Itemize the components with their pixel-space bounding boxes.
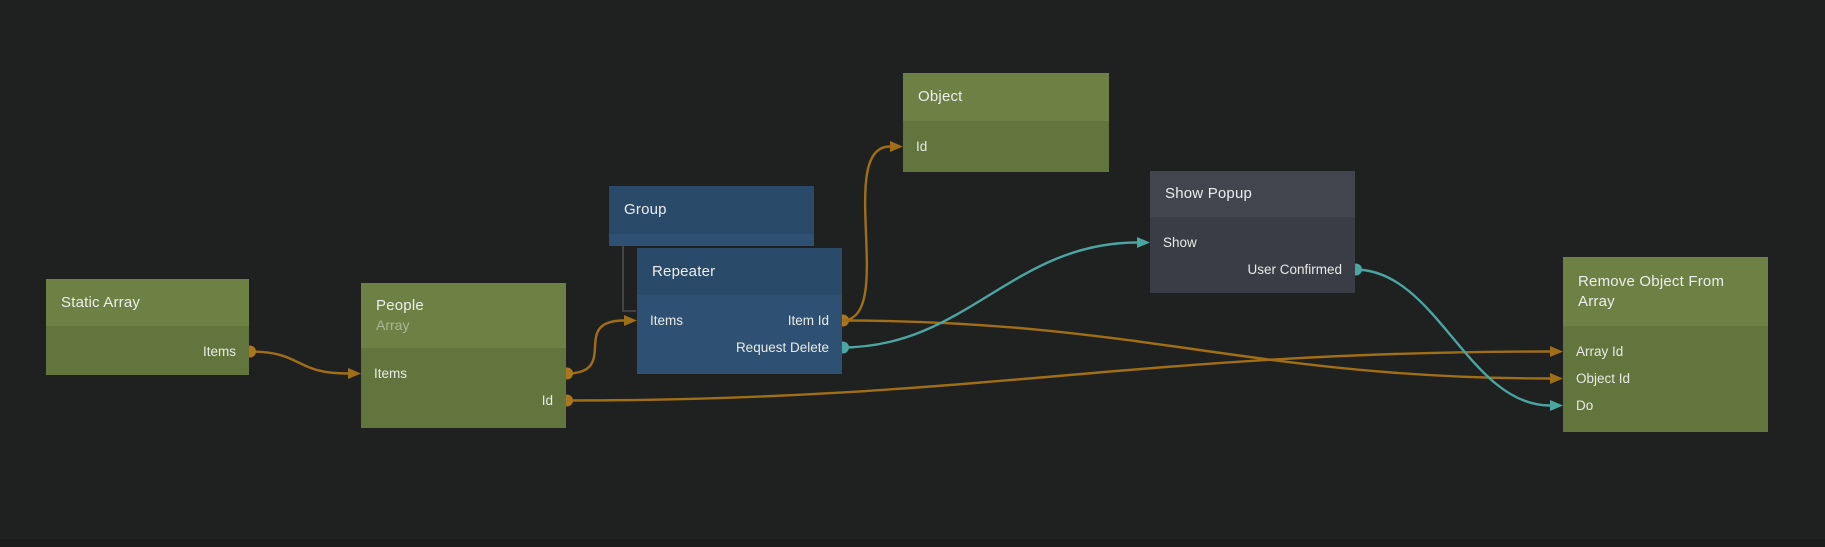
wire-people.id-to-remove-object-from-array.array-id[interactable]: [564, 350, 1552, 402]
node-header: Group: [609, 186, 814, 234]
canvas-bottom-edge: [0, 539, 1825, 547]
node-header: Object: [903, 73, 1109, 121]
port-id[interactable]: Id: [916, 139, 928, 154]
input-port-arrow-remove-object-from-array.do[interactable]: [1550, 400, 1563, 411]
node-remove-object-from-array[interactable]: Remove Object From Array Array Id Object …: [1563, 257, 1768, 432]
port-row: Id: [903, 133, 1109, 160]
node-header: Show Popup: [1150, 171, 1355, 217]
port-row: Items Item Id: [637, 307, 842, 334]
port-user-confirmed[interactable]: User Confirmed: [1247, 262, 1342, 277]
port-id[interactable]: Id: [541, 393, 553, 408]
node-group[interactable]: Group: [609, 186, 814, 246]
port-row: User Confirmed: [1150, 256, 1355, 283]
hierarchy-connector: [622, 235, 636, 312]
wire-show-popup.user-confirmed-to-remove-object-from-array.do[interactable]: [1353, 268, 1552, 407]
port-items[interactable]: Items: [650, 313, 684, 328]
input-port-arrow-remove-object-from-array.object-id[interactable]: [1550, 373, 1563, 384]
port-row: Show: [1150, 229, 1355, 256]
port-row: Do: [1563, 392, 1768, 419]
input-port-arrow-remove-object-from-array.array-id[interactable]: [1550, 346, 1563, 357]
node-title: People: [376, 297, 424, 314]
wire-repeater.item-id-to-object.id[interactable]: [840, 145, 892, 322]
node-title: Remove Object From Array: [1578, 272, 1725, 310]
node-body: Id: [903, 121, 1109, 172]
port-object-id[interactable]: Object Id: [1576, 371, 1631, 386]
node-body: Array Id Object Id Do: [1563, 326, 1768, 432]
port-row: Request Delete: [637, 334, 842, 361]
node-static-array[interactable]: Static Array Items: [46, 279, 249, 375]
node-header: Static Array: [46, 279, 249, 326]
input-port-arrow-object.id[interactable]: [890, 141, 903, 152]
node-header: Repeater: [637, 248, 842, 295]
port-items[interactable]: Items: [202, 344, 236, 359]
port-item-id[interactable]: Item Id: [787, 313, 829, 328]
port-do[interactable]: Do: [1576, 398, 1594, 413]
node-body: Items Item Id Request Delete: [637, 295, 842, 374]
node-title: Static Array: [61, 293, 141, 311]
wire-people.items-to-repeater.items[interactable]: [564, 319, 626, 375]
port-row: Object Id: [1563, 365, 1768, 392]
port-row: Array Id: [1563, 338, 1768, 365]
port-request-delete[interactable]: Request Delete: [735, 340, 829, 355]
port-row: Items: [46, 338, 249, 365]
node-repeater[interactable]: Repeater Items Item Id Request Delete: [637, 248, 842, 374]
node-object[interactable]: Object Id: [903, 73, 1109, 172]
port-items[interactable]: Items: [374, 366, 408, 381]
input-port-arrow-show-popup.show[interactable]: [1137, 237, 1150, 248]
port-show[interactable]: Show: [1163, 235, 1197, 250]
port-array-id[interactable]: Array Id: [1576, 344, 1624, 359]
wire-static-array.items-to-people.items[interactable]: [247, 350, 350, 375]
port-row: Id: [361, 387, 566, 414]
node-title: Object: [918, 88, 963, 105]
node-body: [609, 234, 814, 246]
node-subtitle: Array: [376, 317, 410, 333]
input-port-arrow-people.items[interactable]: [348, 368, 361, 379]
node-header: Remove Object From Array: [1563, 257, 1768, 326]
node-header: People Array: [361, 283, 566, 348]
node-title: Group: [624, 201, 667, 218]
wire-repeater.request-delete-to-show-popup.show[interactable]: [840, 241, 1139, 349]
port-row: Items: [361, 360, 566, 387]
wire-repeater.item-id-to-remove-object-from-array.object-id[interactable]: [840, 319, 1552, 380]
node-title: Repeater: [652, 262, 716, 280]
node-body: Items: [46, 326, 249, 375]
input-port-arrow-repeater.items[interactable]: [624, 315, 637, 326]
node-title: Show Popup: [1165, 185, 1253, 202]
